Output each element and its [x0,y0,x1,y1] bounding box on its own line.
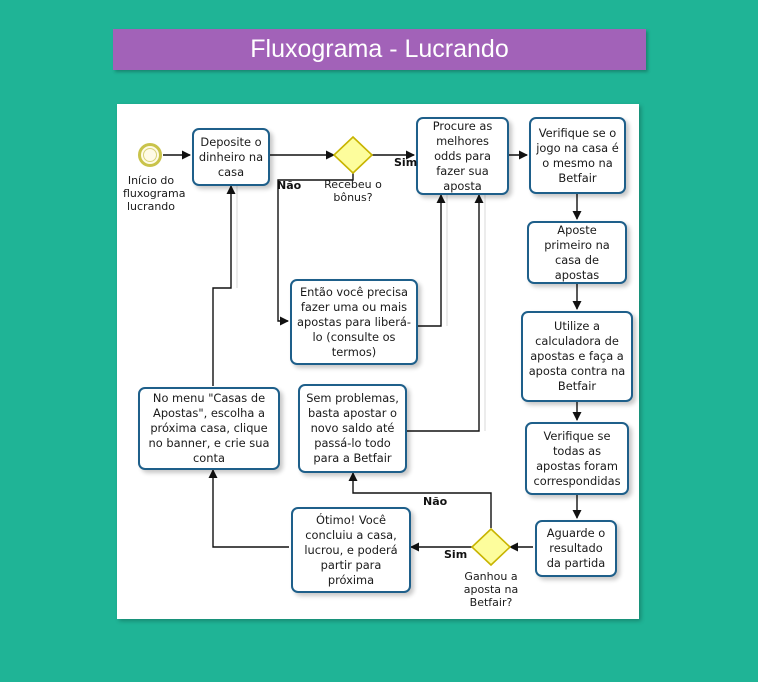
start-event-label: Início do fluxograma lucrando [123,174,186,213]
edge-entao-procure [418,194,446,327]
gateway-ganhou-label: Ganhou a aposta na Betfair? [463,570,519,609]
node-verifique-todas: Verifique se todas as apostas foram corr… [525,422,629,495]
edge-label-ganhou-sim: Sim [444,548,468,561]
node-verifique-jogo: Verifique se o jogo na casa é o mesmo na… [529,117,626,194]
diagram-canvas: Início do fluxograma lucrando Deposite o… [117,104,639,619]
edge-label-bonus-nao: Não [277,179,302,192]
flow-connectors [138,135,582,567]
edge-semproblemas-procure [407,194,484,432]
node-aguarde: Aguarde o resultado da partida [535,520,617,577]
gateway-bonus-label: Recebeu o bônus? [324,178,382,204]
node-aposte-primeiro: Aposte primeiro na casa de apostas [527,221,627,284]
diagram-title: Fluxograma - Lucrando [113,29,646,70]
node-sem-problemas: Sem problemas, basta apostar o novo sald… [298,384,407,473]
edge-bonus-entao [277,172,354,326]
edge-otimo-nomenu [208,469,289,548]
node-entao: Então você precisa fazer uma ou mais apo… [290,279,418,365]
node-no-menu: No menu "Casas de Apostas", escolha a pr… [138,387,280,470]
gateway-ganhou-icon [470,527,512,567]
node-procure: Procure as melhores odds para fazer sua … [416,117,509,195]
node-otimo: Ótimo! Você concluiu a casa, lucrou, e p… [291,507,411,593]
node-deposite: Deposite o dinheiro na casa [192,128,270,186]
gateway-bonus-icon [332,135,374,175]
edge-label-bonus-sim: Sim [394,156,418,169]
start-event-icon [138,143,162,167]
edge-label-ganhou-nao: Não [423,495,448,508]
node-utilize-calculadora: Utilize a calculadora de apostas e faça … [521,311,633,402]
edge-nomenu-deposite [212,185,236,386]
edge-ganhou-semproblemas [348,472,492,528]
